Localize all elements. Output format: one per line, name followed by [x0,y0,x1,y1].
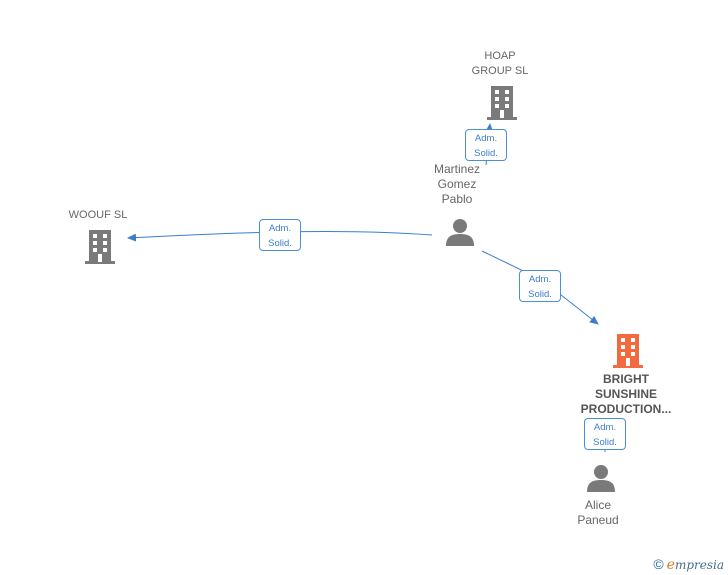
edge-label-adm-solid[interactable]: Adm. Solid. [584,418,626,450]
empresia-logo[interactable]: ©empresia [653,556,724,573]
building-icon[interactable] [613,334,643,368]
node-label-woouf[interactable]: WOOUF SL [68,209,128,221]
node-label-bright-sunshine[interactable]: BRIGHT SUNSHINE PRODUCTION... [580,372,672,416]
edge-label-adm-solid[interactable]: Adm. Solid. [519,270,561,302]
node-label-martinez-gomez-pablo[interactable]: Martinez Gomez Pablo [433,162,480,206]
building-icon[interactable] [487,86,517,120]
edge-label-adm-solid[interactable]: Adm. Solid. [465,129,507,161]
node-label-hoap-group[interactable]: HOAP GROUP SL [471,50,529,77]
building-icon[interactable] [85,230,115,264]
person-icon[interactable] [445,218,475,248]
person-icon[interactable] [586,464,616,494]
node-label-alice-paneud[interactable]: Alice Paneud [577,498,619,527]
edge-label-adm-solid[interactable]: Adm. Solid. [259,219,301,251]
copyright-symbol: © [653,556,664,572]
